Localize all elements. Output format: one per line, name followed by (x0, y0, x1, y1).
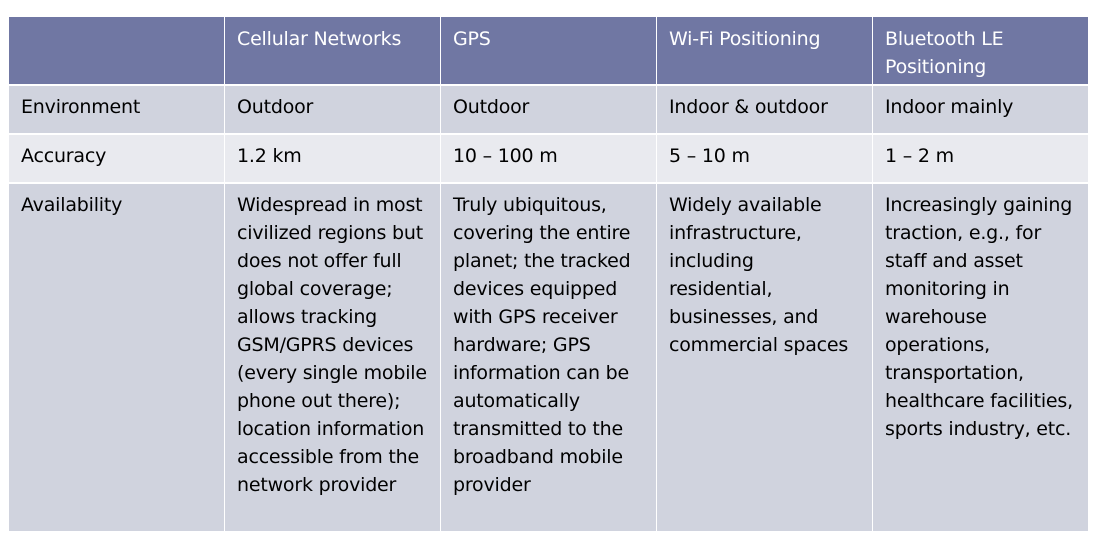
header-cell-empty (9, 17, 224, 84)
row-label-availability: Availability (9, 184, 224, 531)
row-label-accuracy: Accuracy (9, 135, 224, 182)
table-cell: Indoor & outdoor (657, 86, 872, 133)
table-cell: Widely available infrastructure, includi… (657, 184, 872, 531)
table-cell: Truly ubiquitous, covering the entire pl… (441, 184, 656, 531)
header-cell-gps: GPS (441, 17, 656, 84)
row-label-environment: Environment (9, 86, 224, 133)
header-cell-cellular-networks: Cellular Networks (225, 17, 440, 84)
table-cell: 5 – 10 m (657, 135, 872, 182)
table-cell: Increasingly gaining traction, e.g., for… (873, 184, 1088, 531)
table-cell: 1.2 km (225, 135, 440, 182)
comparison-table: Cellular Networks GPS Wi-Fi Positioning … (9, 17, 1088, 531)
header-cell-bluetooth-le-positioning: Bluetooth LE Positioning (873, 17, 1088, 84)
header-cell-wifi-positioning: Wi-Fi Positioning (657, 17, 872, 84)
table-cell: Outdoor (441, 86, 656, 133)
table-cell: Widespread in most civilized regions but… (225, 184, 440, 531)
table-cell: 1 – 2 m (873, 135, 1088, 182)
table-cell: 10 – 100 m (441, 135, 656, 182)
table-cell: Outdoor (225, 86, 440, 133)
table-cell: Indoor mainly (873, 86, 1088, 133)
